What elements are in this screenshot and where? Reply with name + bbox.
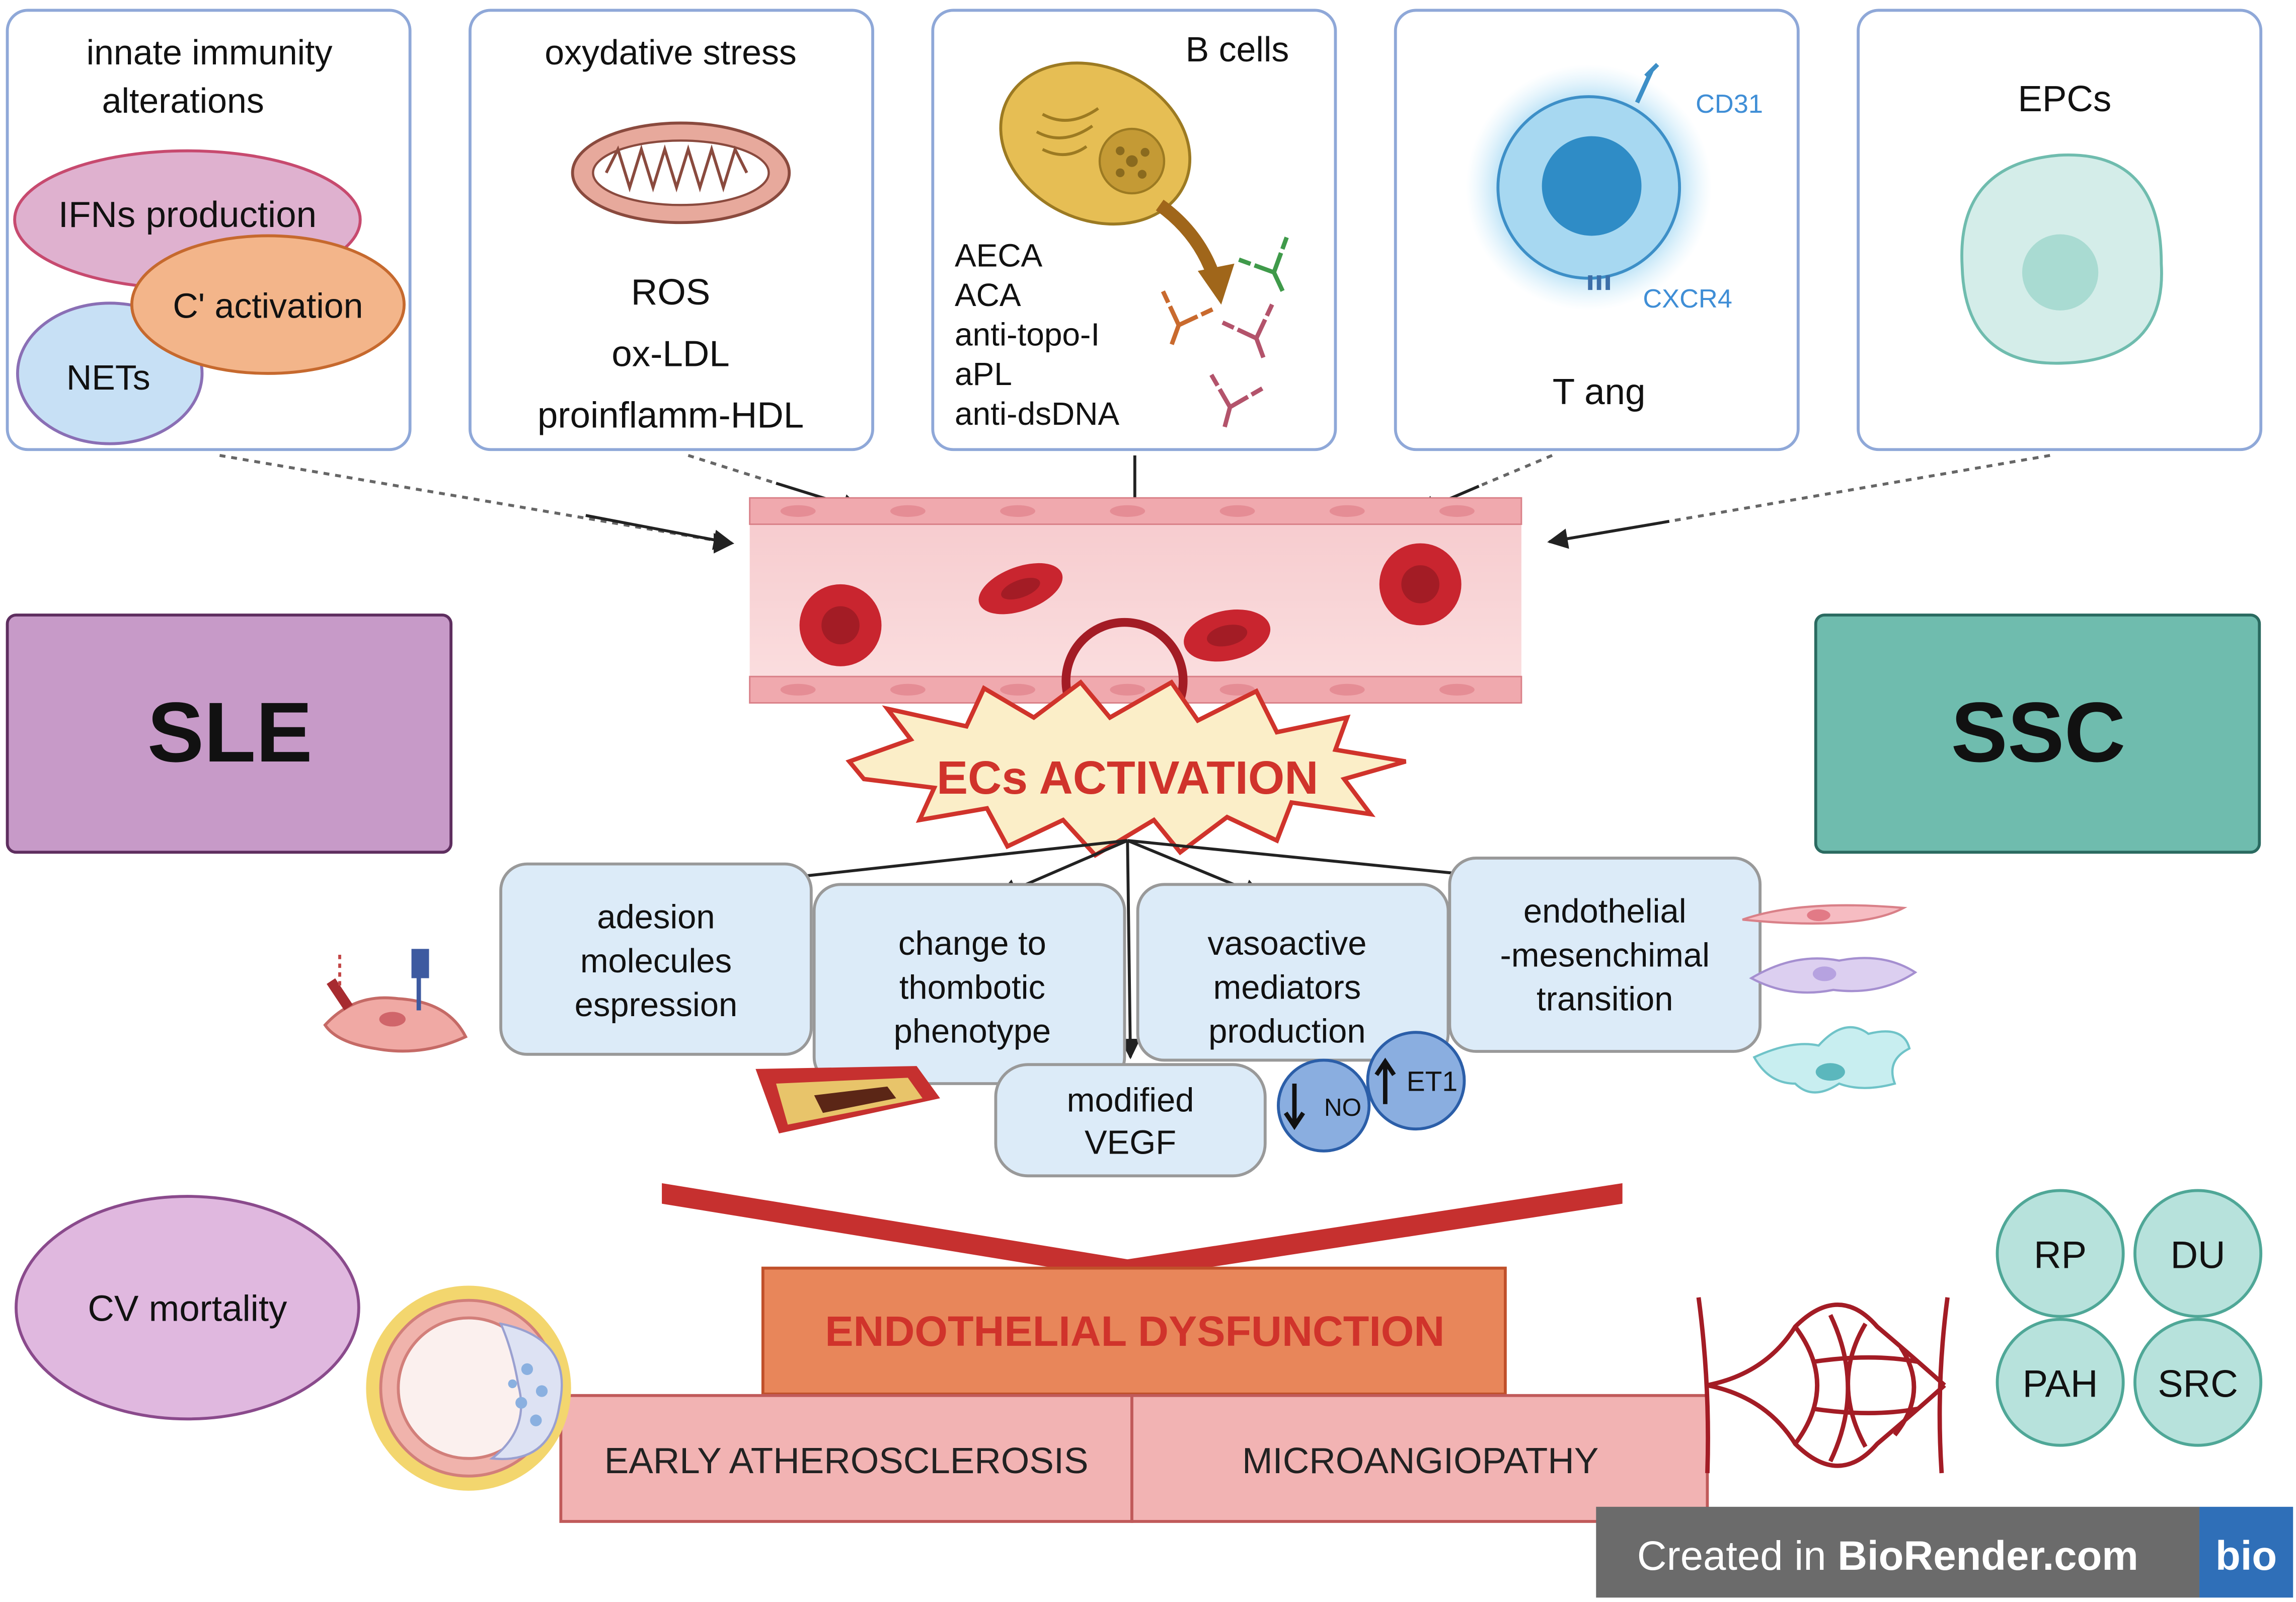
- ssc-manifestations: RP DU PAH SRC: [1996, 1189, 2263, 1447]
- ecs-activation-burst: ECs ACTIVATION: [846, 679, 1407, 858]
- endmt-cells-icon: [1742, 904, 1918, 1094]
- sle-label: SLE: [147, 684, 313, 780]
- microangiopathy-label: MICROANGIOPATHY: [1242, 1440, 1598, 1481]
- vasoactive-line2: mediators: [1213, 968, 1361, 1006]
- converging-funnel: [662, 1183, 1623, 1280]
- no-bubble: NO: [1277, 1058, 1371, 1153]
- oxidative-item-ros: ROS: [631, 272, 711, 313]
- watermark-prefix: Created in: [1637, 1533, 1838, 1579]
- antibody-apl: aPL: [955, 356, 1012, 392]
- thrombosed-vessel-icon: [755, 1066, 940, 1133]
- thrombotic-line3: phenotype: [894, 1013, 1051, 1050]
- manifestation-src-label: SRC: [2158, 1363, 2238, 1406]
- panel-t-ang: CD31 CXCR4 T ang: [1394, 9, 1800, 451]
- sle-box: SLE: [6, 614, 453, 854]
- antibody-icons: [1161, 237, 1289, 428]
- mitochondrion-icon: [571, 121, 791, 224]
- vegf-line2: VEGF: [1085, 1124, 1176, 1162]
- tang-title: T ang: [1553, 371, 1646, 412]
- thrombotic-line2: thombotic: [899, 968, 1045, 1006]
- red-blood-cells: [799, 543, 1462, 666]
- thrombotic-line1: change to: [898, 925, 1046, 962]
- panel-oxidative-stress: oxydative stress ROS ox-LDL proinflamm-H…: [469, 9, 874, 451]
- effect-vegf-box: modified VEGF: [994, 1063, 1267, 1178]
- cv-mortality-ellipse: CV mortality: [15, 1195, 360, 1421]
- atherosclerosis-box: EARLY ATHEROSCLEROSIS: [559, 1394, 1133, 1523]
- effect-endmt-box: endothelial -mesenchimal transition: [1448, 857, 1762, 1053]
- bcells-title: B cells: [1186, 30, 1289, 69]
- manifestation-pah: PAH: [1996, 1318, 2125, 1447]
- ifns-label: IFNs production: [58, 194, 317, 235]
- manifestation-src: SRC: [2133, 1318, 2263, 1447]
- antibody-aca: ACA: [955, 277, 1021, 313]
- manifestation-du: DU: [2133, 1189, 2263, 1318]
- capillary-network-icon: [1696, 1297, 1950, 1474]
- nets-label: NETs: [66, 358, 150, 397]
- effect-thrombotic-box: change to thombotic phenotype: [812, 883, 1126, 1085]
- et1-label: ET1: [1407, 1066, 1458, 1097]
- endmt-line1: endothelial: [1523, 892, 1687, 930]
- cd31-label: CD31: [1696, 90, 1763, 119]
- ssc-box: SSC: [1814, 614, 2261, 854]
- oxidative-item-oxldl: ox-LDL: [611, 333, 729, 374]
- t-cell-icon: [1466, 62, 1712, 311]
- oxidative-item-hdl: proinflamm-HDL: [538, 395, 804, 436]
- adhesion-line2: molecules: [580, 942, 732, 980]
- blood-vessel-icon: [749, 497, 1522, 744]
- innate-title-line2: alterations: [102, 81, 264, 120]
- endothelial-dysfunction-box: ENDOTHELIAL DYSFUNCTION: [761, 1266, 1507, 1396]
- antibody-aeca: AECA: [955, 238, 1043, 274]
- vasoactive-line1: vasoactive: [1207, 925, 1366, 962]
- cv-mortality-label: CV mortality: [88, 1288, 287, 1329]
- c-activation-ellipse: [130, 234, 406, 375]
- epcs-title: EPCs: [2018, 79, 2111, 119]
- atherosclerotic-artery-icon: [366, 1285, 571, 1491]
- atherosclerosis-label: EARLY ATHEROSCLEROSIS: [604, 1440, 1089, 1481]
- panel-b-cells: B cells AECA ACA anti-topo-I aPL anti-ds…: [931, 9, 1337, 451]
- et1-bubble: ET1: [1366, 1031, 1466, 1131]
- watermark-logo: bio: [2215, 1533, 2277, 1579]
- adhesion-cell-icon: [323, 949, 468, 1053]
- effect-vasoactive-box: vasoactive mediators production: [1136, 883, 1450, 1062]
- panel-innate-immunity: innate immunity alterations IFNs product…: [6, 9, 412, 451]
- watermark-text: Created in BioRender.com: [1637, 1533, 2138, 1579]
- ecs-activation-label: ECs ACTIVATION: [937, 751, 1319, 804]
- oxidative-title: oxydative stress: [545, 33, 797, 72]
- manifestation-rp-label: RP: [2034, 1235, 2087, 1277]
- effect-adhesion-box: adesion molecules espression: [499, 862, 813, 1056]
- epc-cell-icon: [1960, 153, 2163, 365]
- panel-epcs: EPCs: [1857, 9, 2263, 451]
- endmt-line3: transition: [1537, 980, 1673, 1018]
- dysfunction-label: ENDOTHELIAL DYSFUNCTION: [825, 1308, 1444, 1355]
- antibody-anti-dsdna: anti-dsDNA: [955, 396, 1120, 432]
- microangiopathy-box: MICROANGIOPATHY: [1130, 1394, 1709, 1523]
- adhesion-line3: espression: [575, 986, 738, 1024]
- endmt-line2: -mesenchimal: [1500, 936, 1710, 974]
- watermark-brand: BioRender.com: [1838, 1533, 2138, 1579]
- manifestation-du-label: DU: [2170, 1235, 2225, 1277]
- vegf-line1: modified: [1067, 1081, 1194, 1119]
- manifestation-rp: RP: [1996, 1189, 2125, 1318]
- ssc-label: SSC: [1951, 684, 2125, 780]
- manifestation-pah-label: PAH: [2023, 1363, 2098, 1406]
- c-activation-label: C' activation: [173, 286, 363, 325]
- plasma-cell-icon: [999, 61, 1235, 305]
- cxcr4-label: CXCR4: [1643, 284, 1732, 314]
- no-label: NO: [1324, 1094, 1361, 1121]
- adhesion-line1: adesion: [597, 898, 715, 936]
- biorender-watermark: Created in BioRender.com bio: [1596, 1506, 2293, 1598]
- innate-title-line1: innate immunity: [87, 33, 333, 72]
- antibody-anti-topo: anti-topo-I: [955, 317, 1100, 353]
- vasoactive-line3: production: [1208, 1013, 1365, 1050]
